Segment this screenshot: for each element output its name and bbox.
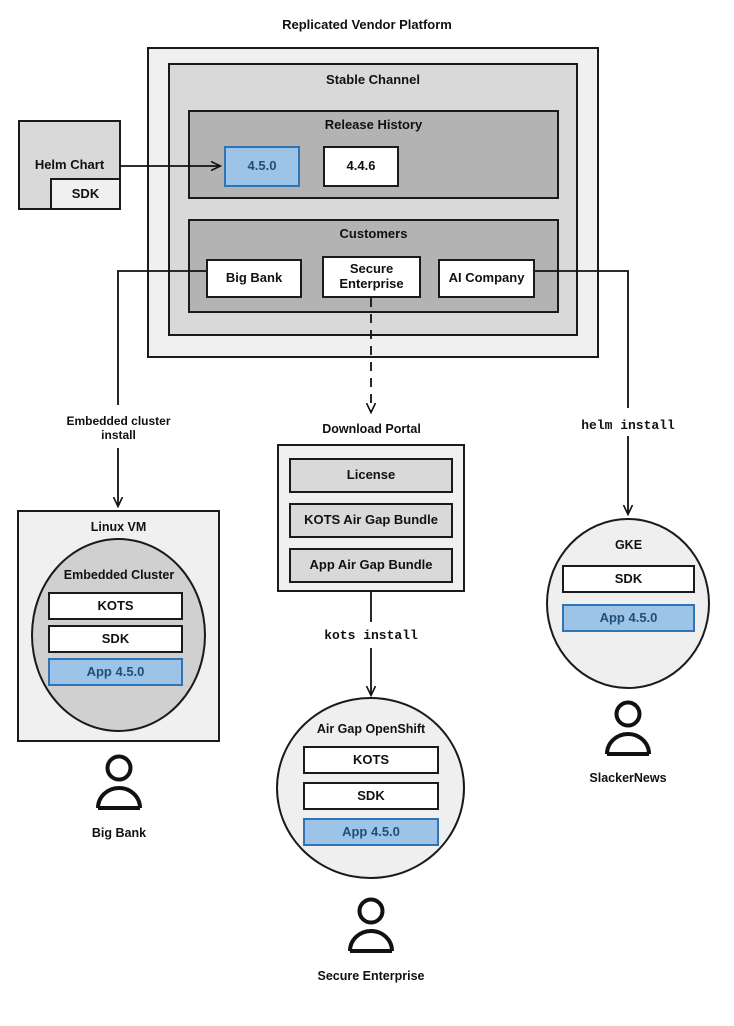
release-card-4-5-0[interactable]: 4.5.0 (224, 146, 300, 187)
linux-vm-component-kots[interactable]: KOTS (48, 592, 183, 620)
gke-component-app[interactable]: App 4.5.0 (562, 604, 695, 632)
download-artifact-app-air-gap-bundle[interactable]: App Air Gap Bundle (289, 548, 453, 583)
gke-component-sdk[interactable]: SDK (562, 565, 695, 593)
air-gap-openshift-title: Air Gap OpenShift (316, 722, 426, 736)
stable-channel-title: Stable Channel (326, 72, 420, 87)
embedded-cluster-install-label: Embedded cluster install (66, 414, 171, 443)
customer-card-secure-enterprise[interactable]: Secure Enterprise (322, 256, 421, 298)
actor-label-big-bank: Big Bank (91, 826, 147, 840)
download-artifact-kots-air-gap-bundle[interactable]: KOTS Air Gap Bundle (289, 503, 453, 538)
actor-label-secure-enterprise: Secure Enterprise (317, 969, 425, 983)
embedded-cluster-title: Embedded Cluster (63, 568, 175, 582)
gke-title: GKE (614, 538, 643, 552)
actor-icon-slackernews (605, 700, 651, 756)
release-card-4-4-6[interactable]: 4.4.6 (323, 146, 399, 187)
release-history-title: Release History (324, 117, 423, 132)
helm-install-label: helm install (581, 418, 675, 433)
helm-chart-sdk-box[interactable]: SDK (50, 178, 121, 210)
actor-label-slackernews: SlackerNews (589, 771, 667, 785)
openshift-component-app[interactable]: App 4.5.0 (303, 818, 439, 846)
customer-card-ai-company[interactable]: AI Company (438, 259, 535, 298)
customer-card-big-bank[interactable]: Big Bank (206, 259, 302, 298)
linux-vm-title: Linux VM (90, 520, 147, 534)
linux-vm-component-app[interactable]: App 4.5.0 (48, 658, 183, 686)
gke-ellipse (546, 518, 710, 689)
download-portal-title: Download Portal (322, 422, 421, 436)
openshift-component-kots[interactable]: KOTS (303, 746, 439, 774)
actor-icon-secure-enterprise (348, 897, 394, 953)
page-title: Replicated Vendor Platform (282, 17, 452, 32)
linux-vm-component-sdk[interactable]: SDK (48, 625, 183, 653)
kots-install-label: kots install (324, 628, 418, 643)
openshift-component-sdk[interactable]: SDK (303, 782, 439, 810)
download-artifact-license[interactable]: License (289, 458, 453, 493)
customers-title: Customers (339, 226, 408, 241)
actor-icon-big-bank (96, 754, 142, 810)
